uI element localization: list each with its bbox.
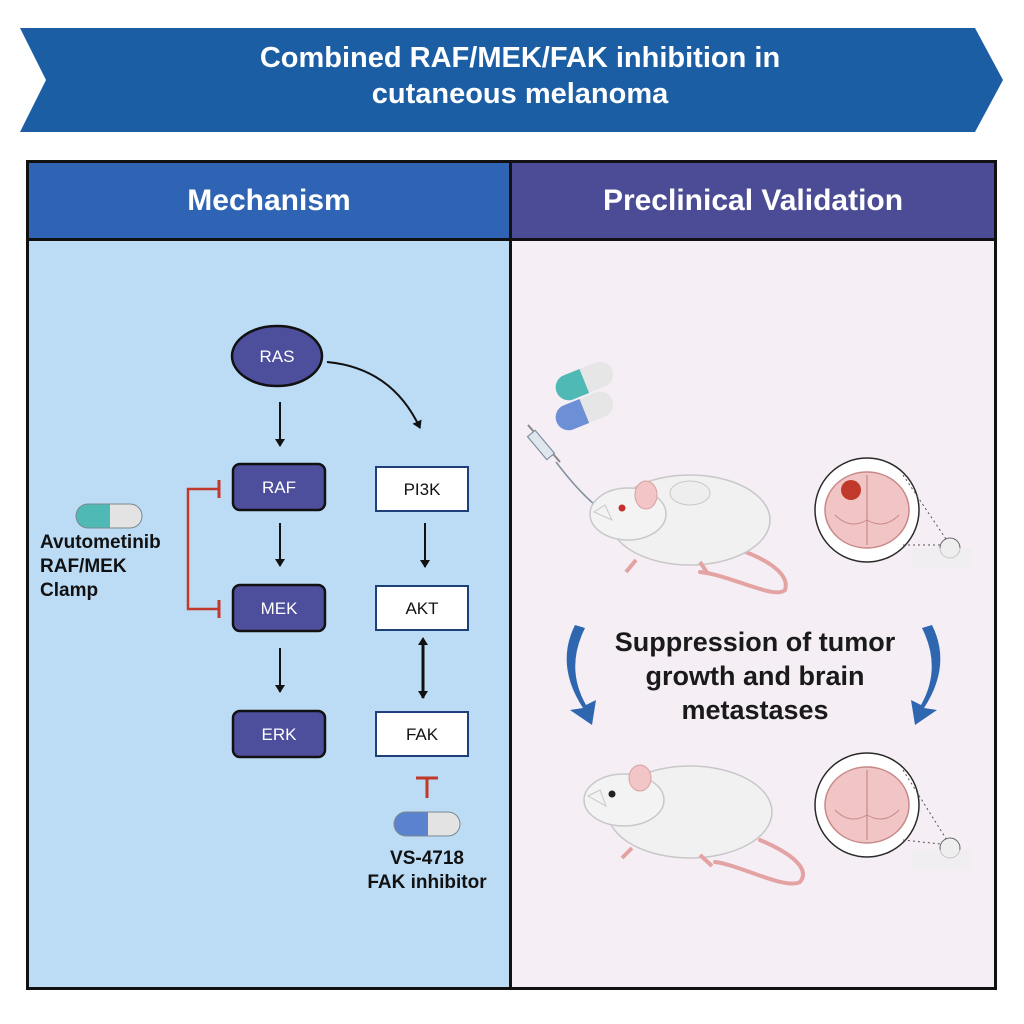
ras-label: RAS (260, 347, 295, 366)
avutometinib-mechanism-label: Clamp (40, 580, 98, 601)
vs4718-label: VS-4718 (390, 848, 464, 869)
inhibition-t-fak (416, 776, 438, 798)
pi3k-label: PI3K (404, 480, 442, 499)
mek-label: MEK (261, 599, 299, 618)
erk-label: ERK (262, 725, 298, 744)
capsule-teal-icon (551, 357, 618, 405)
mechanism-header: Mechanism (29, 163, 509, 241)
title-line-2: cutaneous melanoma (371, 78, 669, 110)
capsule-blue-icon (551, 387, 618, 435)
akt-node: AKT (375, 585, 469, 631)
curved-arrow-right (911, 625, 941, 725)
curved-arrow-left (566, 625, 596, 725)
erk-node: ERK (231, 709, 327, 759)
fak-inhibitor-label: FAK inhibitor (367, 872, 487, 893)
brain-no-tumor-icon (814, 752, 972, 870)
ras-node: RAS (230, 324, 324, 388)
vs4718-pill-icon (393, 811, 461, 837)
brain-with-tumor-icon (814, 457, 972, 568)
validation-header: Preclinical Validation (512, 163, 994, 241)
fak-label: FAK (406, 725, 439, 744)
inhibition-bracket-raf-mek (186, 487, 219, 611)
pi3k-node: PI3K (375, 466, 469, 512)
mek-node: MEK (231, 583, 327, 633)
avutometinib-pill-icon (75, 503, 143, 529)
title-banner (20, 28, 1003, 132)
syringe-icon (526, 424, 606, 513)
title-line-1: Combined RAF/MEK/FAK inhibition in (259, 42, 781, 74)
result-line-3: metastases (681, 695, 828, 725)
page-title: Combined RAF/MEK/FAK inhibition in cutan… (170, 40, 870, 112)
arrow-ras-pi3k (326, 361, 422, 429)
raf-node: RAF (231, 462, 327, 512)
mouse-result-icon (583, 764, 805, 886)
raf-label: RAF (262, 478, 296, 497)
avutometinib-label: Avutometinib (40, 532, 161, 553)
avutometinib-target-label: RAF/MEK (40, 556, 127, 577)
mouse-treated-icon (589, 474, 788, 595)
fak-node: FAK (375, 711, 469, 757)
akt-label: AKT (405, 599, 438, 618)
result-line-1: Suppression of tumor (615, 627, 896, 657)
result-line-2: growth and brain (646, 661, 865, 691)
